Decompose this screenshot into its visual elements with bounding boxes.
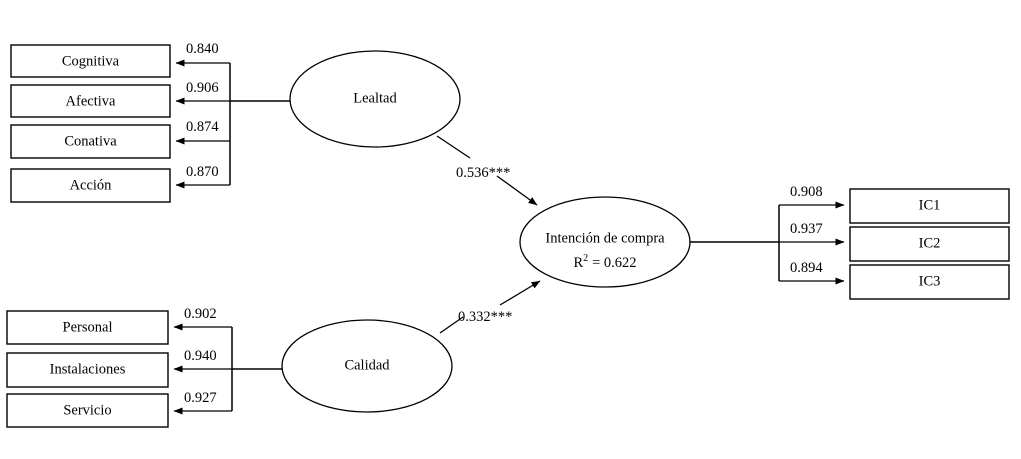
intencion-measurement-group: 0.908 IC1 0.937 IC2 0.894 IC3 xyxy=(690,184,1010,300)
indicator-label-ic2: IC2 xyxy=(919,235,941,251)
indicator-label-cognitiva: Cognitiva xyxy=(62,53,120,69)
construct-label-lealtad: Lealtad xyxy=(353,90,397,106)
indicator-label-ic1: IC1 xyxy=(919,197,941,213)
indicator-box-conativa xyxy=(10,124,171,159)
r-squared-prefix: R xyxy=(573,255,583,271)
path-segment-lealtad-lower xyxy=(496,175,538,206)
loading-value-ic2: 0.937 xyxy=(790,221,823,237)
construct-label-calidad: Calidad xyxy=(344,357,390,373)
indicator-box-cognitiva xyxy=(10,44,171,78)
loading-value-accion: 0.870 xyxy=(186,164,219,180)
path-coefficient-lealtad: 0.536*** xyxy=(456,165,510,181)
loading-value-ic1: 0.908 xyxy=(790,184,823,200)
construct-r-squared: R2 = 0.622 xyxy=(573,253,636,272)
structural-path-lealtad-to-intencion: 0.536*** xyxy=(436,135,538,206)
indicator-box-ic3 xyxy=(849,264,1010,300)
loading-value-conativa: 0.874 xyxy=(186,119,219,135)
loading-value-ic3: 0.894 xyxy=(790,260,823,276)
r-squared-value: = 0.622 xyxy=(592,255,636,271)
indicator-label-servicio: Servicio xyxy=(63,402,111,418)
path-coefficient-calidad: 0.332*** xyxy=(458,309,512,325)
indicator-label-accion: Acción xyxy=(70,177,113,193)
indicator-label-ic3: IC3 xyxy=(919,273,941,289)
indicator-label-instalaciones: Instalaciones xyxy=(50,361,126,377)
indicator-box-ic2 xyxy=(849,226,1010,262)
indicator-box-personal xyxy=(6,310,169,345)
loading-value-personal: 0.902 xyxy=(184,306,217,322)
indicator-box-accion xyxy=(10,168,171,203)
r-squared-exponent: 2 xyxy=(583,253,588,264)
path-segment-calidad-upper xyxy=(499,280,541,306)
construct-ellipse-lealtad xyxy=(289,50,461,148)
path-segment-calidad-lower xyxy=(439,316,464,334)
loading-value-servicio: 0.927 xyxy=(184,390,217,406)
construct-ellipse-calidad xyxy=(281,319,453,413)
indicator-label-personal: Personal xyxy=(63,319,113,335)
indicator-label-afectiva: Afectiva xyxy=(66,93,116,109)
loading-value-afectiva: 0.906 xyxy=(186,80,219,96)
path-segment-lealtad-upper xyxy=(436,135,471,159)
indicator-box-ic1 xyxy=(849,188,1010,224)
indicator-box-instalaciones xyxy=(6,352,169,388)
loading-value-instalaciones: 0.940 xyxy=(184,348,217,364)
construct-label-intencion: Intención de compra xyxy=(545,230,665,246)
structural-path-calidad-to-intencion: 0.332*** xyxy=(439,280,541,334)
indicator-box-servicio xyxy=(6,393,169,428)
loading-value-cognitiva: 0.840 xyxy=(186,41,219,57)
lealtad-measurement-group: Cognitiva 0.840 Afectiva 0.906 Conativa … xyxy=(10,41,290,203)
calidad-measurement-group: Personal 0.902 Instalaciones 0.940 Servi… xyxy=(6,306,282,428)
indicator-label-conativa: Conativa xyxy=(64,133,117,149)
indicator-box-afectiva xyxy=(10,84,171,118)
